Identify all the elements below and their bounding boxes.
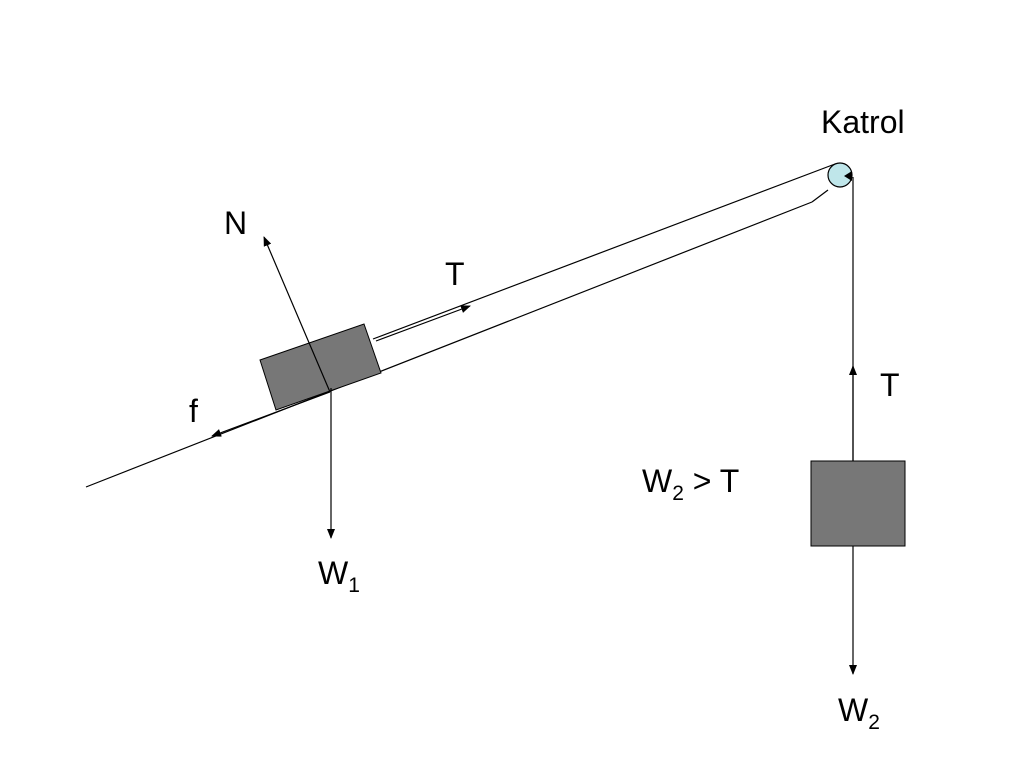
- normal-label: N: [224, 205, 247, 241]
- tension-incline-label: T: [445, 256, 465, 292]
- weight-1-label-main: W: [318, 555, 349, 591]
- weight-1-label-sub: 1: [348, 574, 360, 597]
- tension-hanging-label: T: [880, 367, 900, 403]
- inequality-w: W: [642, 463, 673, 499]
- friction-arrow: [211, 391, 331, 437]
- pulley-label: Katrol: [821, 104, 905, 140]
- block-1: [259, 323, 382, 411]
- inequality-rest: > T: [684, 463, 739, 499]
- inequality-sub: 2: [672, 482, 684, 505]
- string-incline: [372, 163, 836, 340]
- incline-surface: [85, 201, 813, 488]
- tension-incline-arrow: [375, 305, 471, 342]
- weight-2-label-main: W: [838, 692, 869, 728]
- normal-force-arrow: [263, 236, 331, 393]
- inequality-label: W2 > T: [642, 463, 739, 505]
- incline-pulley-support: [811, 189, 829, 203]
- block-2: [810, 460, 906, 547]
- weight-2-label-sub: 2: [868, 711, 880, 734]
- weight-1-label: W1: [318, 555, 360, 597]
- weight-2-label: W2: [838, 692, 880, 734]
- pulley-pointer: [844, 171, 852, 181]
- friction-label: f: [189, 393, 198, 429]
